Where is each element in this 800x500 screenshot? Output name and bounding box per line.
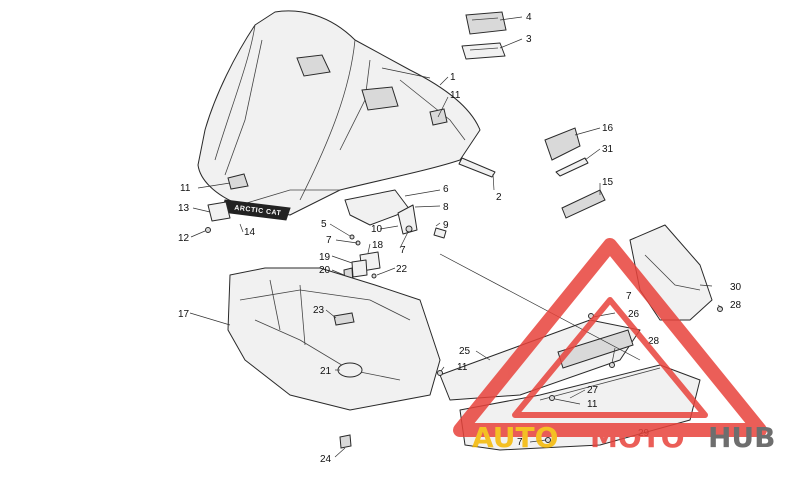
callout-1: 1 xyxy=(450,72,456,83)
callout-4: 4 xyxy=(526,12,532,23)
tub-label xyxy=(333,312,355,326)
vent-grille xyxy=(461,42,506,60)
callout-20: 20 xyxy=(319,265,331,276)
screw-5 xyxy=(349,234,355,240)
screw-12 xyxy=(205,227,211,233)
rivet-11b xyxy=(549,395,555,401)
callout-17: 17 xyxy=(178,309,190,320)
vent-cover xyxy=(465,11,507,35)
hood-shell xyxy=(197,10,481,216)
callout-16: 16 xyxy=(602,123,614,134)
callout-28: 28 xyxy=(730,300,742,311)
tub-floor xyxy=(254,319,401,381)
callout-7-b: 7 xyxy=(400,245,406,256)
latch-rod xyxy=(555,157,589,177)
watermark-triangle xyxy=(453,238,767,437)
rivet-28b xyxy=(717,306,723,312)
callout-3: 3 xyxy=(526,34,532,45)
callout-25: 25 xyxy=(459,346,471,357)
callout-15: 15 xyxy=(602,177,614,188)
center-bracket xyxy=(344,189,411,226)
callout-2: 2 xyxy=(496,192,502,203)
hood-assembly: ARCTIC CAT xyxy=(197,10,481,221)
latch-plate xyxy=(207,201,231,222)
hood-vent-upper xyxy=(296,54,331,77)
callout-23: 23 xyxy=(313,305,325,316)
callout-7: 7 xyxy=(326,235,332,246)
callout-30: 30 xyxy=(730,282,742,293)
watermark-hub: HUB xyxy=(708,421,776,454)
watermark-logo: AUTO MOTO HUB xyxy=(453,238,776,454)
drain-plug xyxy=(339,434,352,449)
callout-18: 18 xyxy=(372,240,384,251)
hood-latch-left xyxy=(227,173,249,190)
callout-31: 31 xyxy=(602,144,614,155)
storage-tub xyxy=(227,267,441,449)
hood-lower-edge xyxy=(239,189,340,206)
small-parts-right xyxy=(458,127,606,219)
mounting-brackets xyxy=(205,189,447,288)
callout-8: 8 xyxy=(443,202,449,213)
callout-11-left: 11 xyxy=(180,183,191,194)
watermark-moto: MOTO xyxy=(590,421,685,454)
hood-crease-left xyxy=(214,24,256,161)
seal-strip xyxy=(561,189,606,219)
callout-24: 24 xyxy=(320,454,332,465)
hood-crease-right xyxy=(399,79,466,141)
watermark-auto: AUTO xyxy=(472,421,558,454)
callout-26: 26 xyxy=(628,309,640,320)
bracket-bolt xyxy=(405,225,413,233)
rivet-28 xyxy=(609,362,615,368)
callout-6: 6 xyxy=(443,184,449,195)
vent-cover-parts xyxy=(461,11,507,60)
callout-labels: 4 3 1 11 16 31 2 15 11 6 13 8 12 14 5 10… xyxy=(178,12,742,465)
hood-strip xyxy=(458,157,496,178)
callout-7-c: 7 xyxy=(626,291,632,302)
callout-12: 12 xyxy=(178,233,190,244)
callout-5: 5 xyxy=(321,219,327,230)
rivet-9 xyxy=(433,227,447,239)
callout-11-d: 11 xyxy=(587,399,598,410)
hinge-19 xyxy=(351,259,368,278)
callout-10: 10 xyxy=(371,224,383,235)
hood-crease-center xyxy=(299,39,356,201)
rivet-11 xyxy=(437,370,443,376)
tub-rim xyxy=(239,289,411,321)
callout-11: 11 xyxy=(450,90,461,101)
tub-body xyxy=(227,267,441,411)
callout-11-c: 11 xyxy=(457,362,468,373)
hood-vent-lower xyxy=(361,86,399,111)
screw-22 xyxy=(371,273,377,279)
callout-22: 22 xyxy=(396,264,408,275)
storage-latch xyxy=(544,127,581,161)
watermark-triangle-inner xyxy=(512,297,708,418)
callout-7-d: 7 xyxy=(517,437,523,448)
hood-crease-inner-left xyxy=(224,39,263,176)
front-fascia xyxy=(629,224,713,321)
callout-14: 14 xyxy=(244,227,256,238)
callout-13: 13 xyxy=(178,203,190,214)
callout-19: 19 xyxy=(319,252,331,263)
callout-21: 21 xyxy=(320,366,332,377)
callout-28-b: 28 xyxy=(648,336,660,347)
leader-lines xyxy=(189,16,723,458)
callout-27: 27 xyxy=(587,385,599,396)
side-bracket xyxy=(397,204,418,235)
callout-9: 9 xyxy=(443,220,449,231)
drain-cap xyxy=(337,362,363,378)
hood-latch-right xyxy=(429,108,448,126)
